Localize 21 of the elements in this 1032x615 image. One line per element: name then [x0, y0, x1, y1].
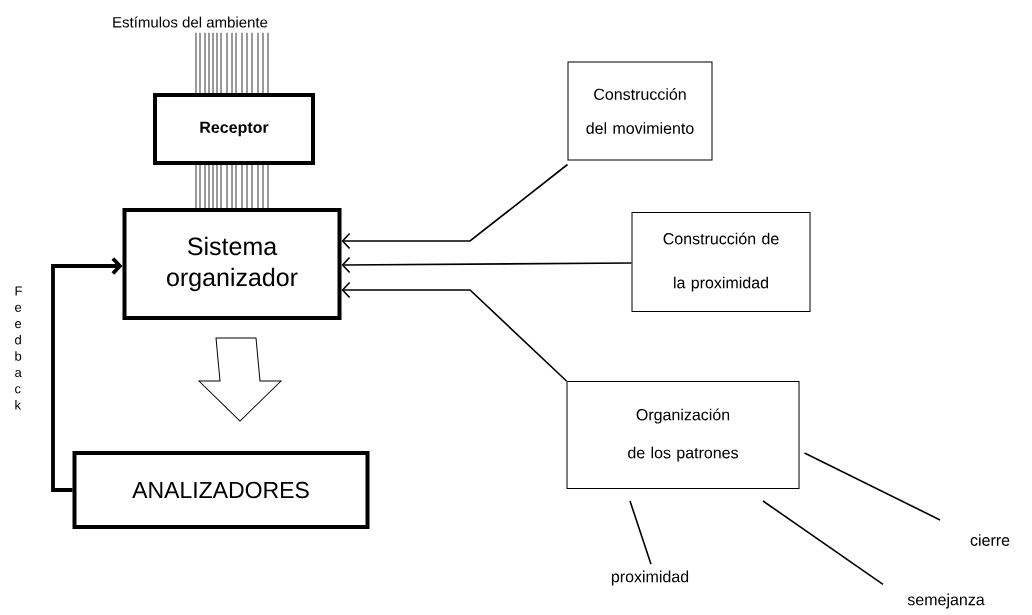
arrow [341, 256, 633, 274]
process-box: Organización de los patrones [566, 381, 800, 489]
pattern-label: semejanza [907, 593, 985, 609]
system-box: Sistema organizador [122, 208, 342, 320]
vertical-label: Feedback [15, 286, 22, 410]
analyzer-box: ANALIZADORES [72, 451, 370, 529]
stimulus-label: Estímulos del ambiente [113, 16, 268, 28]
line-bundle [195, 32, 269, 94]
process-box: Construcción del movimiento [567, 61, 713, 161]
arrow [341, 163, 569, 250]
arrow [341, 281, 568, 382]
leader-line [762, 500, 884, 586]
pattern-label: cierre [970, 534, 1010, 546]
leader-line [803, 452, 941, 521]
line-bundle [195, 164, 269, 209]
block-arrow [198, 337, 282, 422]
receptor-box: Receptor [153, 93, 315, 165]
pattern-label: proximidad [611, 570, 689, 586]
leader-line [629, 500, 652, 566]
process-box: Construcción de la proximidad [631, 212, 811, 312]
arrow [51, 257, 123, 492]
